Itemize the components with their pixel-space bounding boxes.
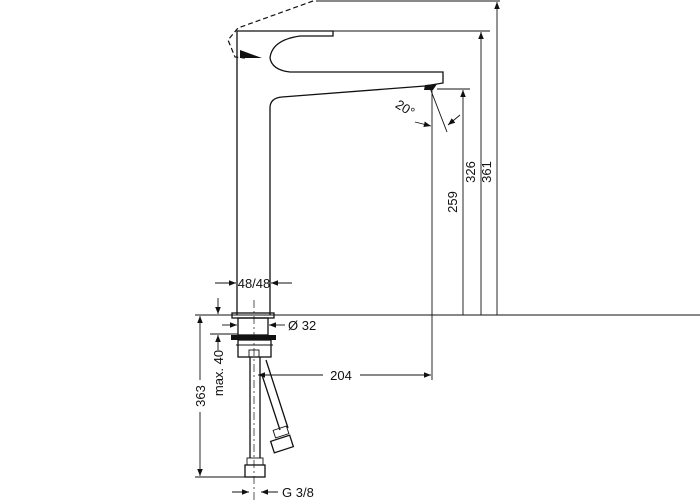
mounting-washer [231, 335, 276, 340]
handle-and-spout-outline [236, 30, 444, 87]
label-total-height: 361 [479, 161, 494, 183]
dimension-labels: 361 326 259 20° 48/48 Ø 32 204 max. 40 3… [193, 97, 494, 500]
label-hose-length: 363 [193, 385, 208, 407]
label-spout-angle: 20° [393, 97, 418, 120]
label-handle-height: 326 [463, 161, 478, 183]
handle-raised-position-outline [227, 0, 314, 59]
mounting-nut [237, 339, 272, 358]
supply-hose-vertical [249, 357, 261, 458]
aerator [424, 84, 437, 90]
label-connection-thread: G 3/8 [282, 485, 314, 500]
mounting-shank [237, 317, 269, 336]
supply-hose-diagonal [261, 359, 289, 431]
dimension-lines [195, 0, 700, 495]
hose-fitting-diagonal [269, 434, 295, 454]
label-hole-diameter: Ø 32 [288, 318, 316, 333]
label-max-thickness: max. 40 [211, 350, 226, 396]
label-body-size: 48/48 [238, 276, 271, 291]
base-plate [231, 312, 275, 319]
faucet-body [227, 0, 444, 500]
hose-fitting [244, 464, 266, 478]
label-spout-height: 259 [445, 191, 460, 213]
spout-underside [269, 85, 426, 315]
handle-joint [240, 50, 270, 58]
label-projection: 204 [330, 368, 352, 383]
